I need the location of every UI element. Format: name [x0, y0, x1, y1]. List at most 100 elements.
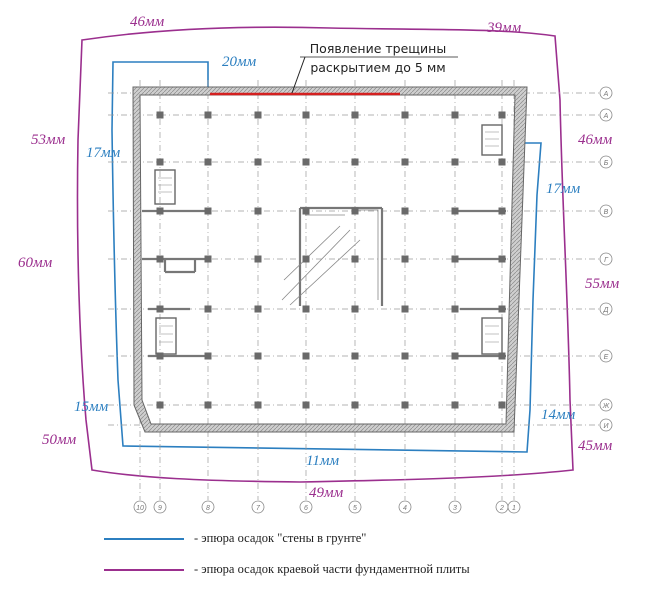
column — [401, 401, 409, 409]
column — [204, 158, 212, 166]
legend-blue-swatch — [104, 537, 184, 540]
axis-bubble-bottom: 10 — [133, 500, 147, 514]
svg-text:7: 7 — [256, 505, 261, 512]
column — [204, 111, 212, 119]
purple-label-top-right: 39мм — [487, 20, 522, 36]
svg-text:1: 1 — [512, 505, 516, 512]
column — [498, 111, 506, 119]
column — [302, 401, 310, 409]
purple-label-right-upper: 46мм — [578, 132, 613, 148]
column — [156, 111, 164, 119]
column — [156, 401, 164, 409]
column — [204, 352, 212, 360]
column — [498, 255, 506, 263]
column — [156, 305, 164, 313]
column — [401, 255, 409, 263]
column — [204, 255, 212, 263]
column — [498, 207, 506, 215]
axis-bubble-right: Д — [599, 302, 613, 316]
svg-text:А: А — [603, 91, 609, 98]
svg-text:Е: Е — [604, 354, 609, 361]
column — [451, 158, 459, 166]
blue-label-top: 20мм — [222, 54, 257, 70]
column — [351, 401, 359, 409]
column — [156, 207, 164, 215]
purple-label-left-lower: 50мм — [42, 432, 77, 448]
column — [254, 305, 262, 313]
column — [254, 158, 262, 166]
svg-text:Б: Б — [604, 160, 609, 167]
column — [451, 255, 459, 263]
column — [302, 207, 310, 215]
column — [351, 111, 359, 119]
column — [351, 255, 359, 263]
column — [302, 158, 310, 166]
axis-bubbles-right: А А Б В Г Д Е Ж И — [599, 86, 613, 432]
purple-label-top-left: 46мм — [130, 14, 165, 30]
column — [351, 352, 359, 360]
axis-bubble-right: И — [599, 418, 613, 432]
column — [302, 305, 310, 313]
legend-blue: - эпюра осадок "стены в грунте" — [104, 531, 366, 546]
blue-label-left-lower: 15мм — [74, 399, 109, 415]
stair-cores — [154, 124, 503, 355]
purple-label-right-lower: 45мм — [578, 438, 613, 454]
axis-bubble-bottom: 9 — [153, 500, 167, 514]
column — [302, 255, 310, 263]
stair-treads — [158, 131, 499, 343]
axis-bubble-right: А — [599, 86, 613, 100]
blue-label-right-upper: 17мм — [546, 181, 581, 197]
axis-bubble-right: Е — [599, 349, 613, 363]
axis-bubble-bottom: 3 — [448, 500, 462, 514]
column — [451, 111, 459, 119]
axis-bubble-bottom: 7 — [251, 500, 265, 514]
legend-purple-text: - эпюра осадок краевой части фундаментно… — [194, 562, 470, 576]
column — [401, 352, 409, 360]
column — [204, 305, 212, 313]
column — [401, 158, 409, 166]
column — [156, 352, 164, 360]
svg-text:4: 4 — [403, 505, 407, 512]
perimeter-wall — [132, 86, 528, 433]
column — [498, 401, 506, 409]
svg-text:9: 9 — [158, 505, 162, 512]
columns — [156, 111, 506, 409]
column — [451, 352, 459, 360]
svg-text:Ж: Ж — [602, 403, 610, 410]
purple-label-bottom: 49мм — [309, 485, 344, 501]
legend-blue-text: - эпюра осадок "стены в грунте" — [194, 531, 367, 545]
axis-bubble-right: Ж — [599, 398, 613, 412]
column — [498, 158, 506, 166]
axis-bubble-right: А — [599, 108, 613, 122]
blue-settlement-outline — [111, 61, 542, 453]
blue-label-bottom: 11мм — [306, 453, 340, 469]
column — [498, 305, 506, 313]
svg-text:Д: Д — [603, 307, 609, 314]
svg-text:10: 10 — [136, 505, 144, 512]
column — [351, 305, 359, 313]
svg-text:2: 2 — [499, 505, 504, 512]
svg-text:Г: Г — [604, 257, 609, 264]
svg-text:6: 6 — [304, 505, 308, 512]
svg-text:В: В — [604, 209, 609, 216]
column — [401, 305, 409, 313]
column — [401, 111, 409, 119]
column — [254, 111, 262, 119]
purple-label-left-middle: 60мм — [18, 255, 53, 271]
crack-note-line2: раскрытием до 5 мм — [310, 60, 446, 75]
axis-bubble-bottom: 5 — [348, 500, 362, 514]
axis-bubble-bottom: 1 — [507, 500, 521, 514]
column — [451, 207, 459, 215]
blue-label-left-upper: 17мм — [86, 145, 121, 161]
svg-text:И: И — [603, 423, 609, 430]
blue-label-right-lower: 14мм — [541, 407, 576, 423]
column — [204, 207, 212, 215]
internal-walls — [142, 206, 506, 358]
central-ramp — [281, 209, 379, 306]
axis-bubble-bottom: 4 — [398, 500, 412, 514]
svg-text:3: 3 — [453, 505, 457, 512]
column — [498, 352, 506, 360]
axis-bubble-right: Г — [599, 252, 613, 266]
axis-bubble-right: В — [599, 204, 613, 218]
